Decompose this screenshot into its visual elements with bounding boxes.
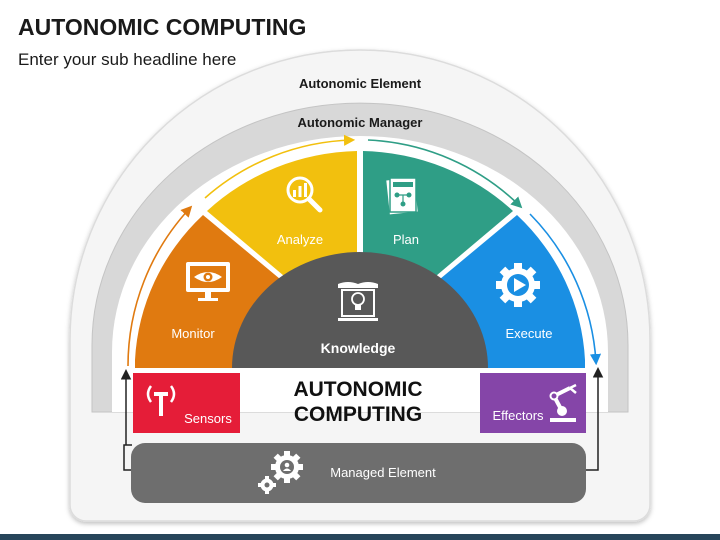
page-subtitle: Enter your sub headline here [18,50,237,69]
cycle-arrow-execute [529,213,602,366]
feedback-line-left [123,444,132,471]
autonomic-manager-label: Autonomic Manager [298,115,423,130]
managed-element-label: Managed Element [330,465,436,480]
knowledge-label: Knowledge [321,340,396,356]
center-title-line2: COMPUTING [294,403,422,426]
autonomic-element-label: Autonomic Element [299,76,422,91]
page-title: AUTONOMIC COMPUTING [18,14,307,40]
managed-element-bar [131,443,586,503]
cycle-arrow-plan [367,139,523,209]
segment-analyze [207,151,357,281]
antenna-icon [146,385,176,416]
plan-document-icon [386,177,418,215]
segment-monitor-label: Monitor [171,326,215,341]
effectors-box [480,373,586,433]
book-lightbulb-icon [338,282,378,321]
sensors-label: Sensors [184,411,232,426]
gear-play-icon [496,263,540,307]
cycle-arrow-monitor [127,205,193,367]
segment-analyze-label: Analyze [277,232,323,247]
segment-plan-label: Plan [393,232,419,247]
footer-bar [0,534,720,540]
sensors-box [133,373,240,433]
analytics-magnifier-icon [286,176,323,213]
monitor-eye-icon [186,262,230,301]
robot-arm-icon [549,383,577,422]
center-title-line1: AUTONOMIC [293,378,422,401]
segment-execute-label: Execute [506,326,553,341]
effectors-label: Effectors [492,408,544,423]
cycle-arrow-analyze [204,134,356,199]
feedback-line-right [586,367,604,471]
